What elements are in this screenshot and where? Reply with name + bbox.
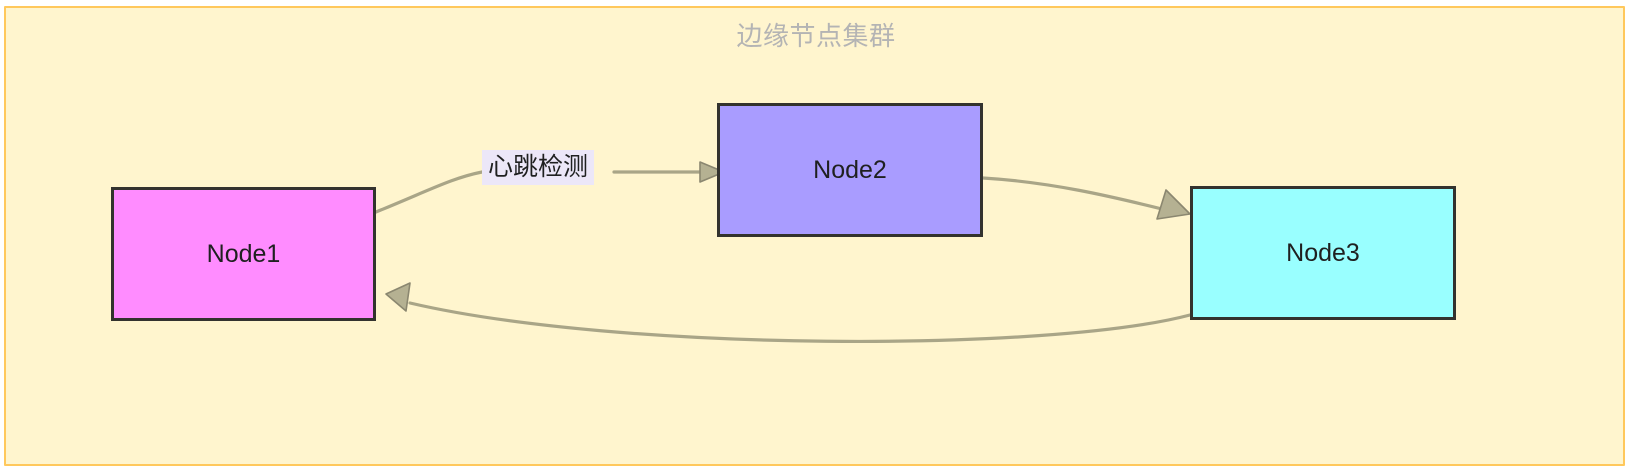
arrowhead-into-node3-icon <box>1156 189 1191 220</box>
arrowhead-into-node1-icon <box>385 282 411 312</box>
arrowhead-into-node2-icon <box>699 161 725 183</box>
node-node3-label: Node3 <box>1286 238 1360 267</box>
node-node2-label: Node2 <box>813 155 887 184</box>
edge-node3-node1 <box>408 301 1192 343</box>
node-node1[interactable]: Node1 <box>111 187 376 321</box>
node-node1-label: Node1 <box>206 239 281 268</box>
edge-node1-node2-segment-left <box>374 170 484 214</box>
edge-node2-node3 <box>981 176 1168 212</box>
node-node3[interactable]: Node3 <box>1190 186 1456 320</box>
node-node2[interactable]: Node2 <box>717 103 983 237</box>
edge-label-heartbeat: 心跳检测 <box>482 150 595 186</box>
